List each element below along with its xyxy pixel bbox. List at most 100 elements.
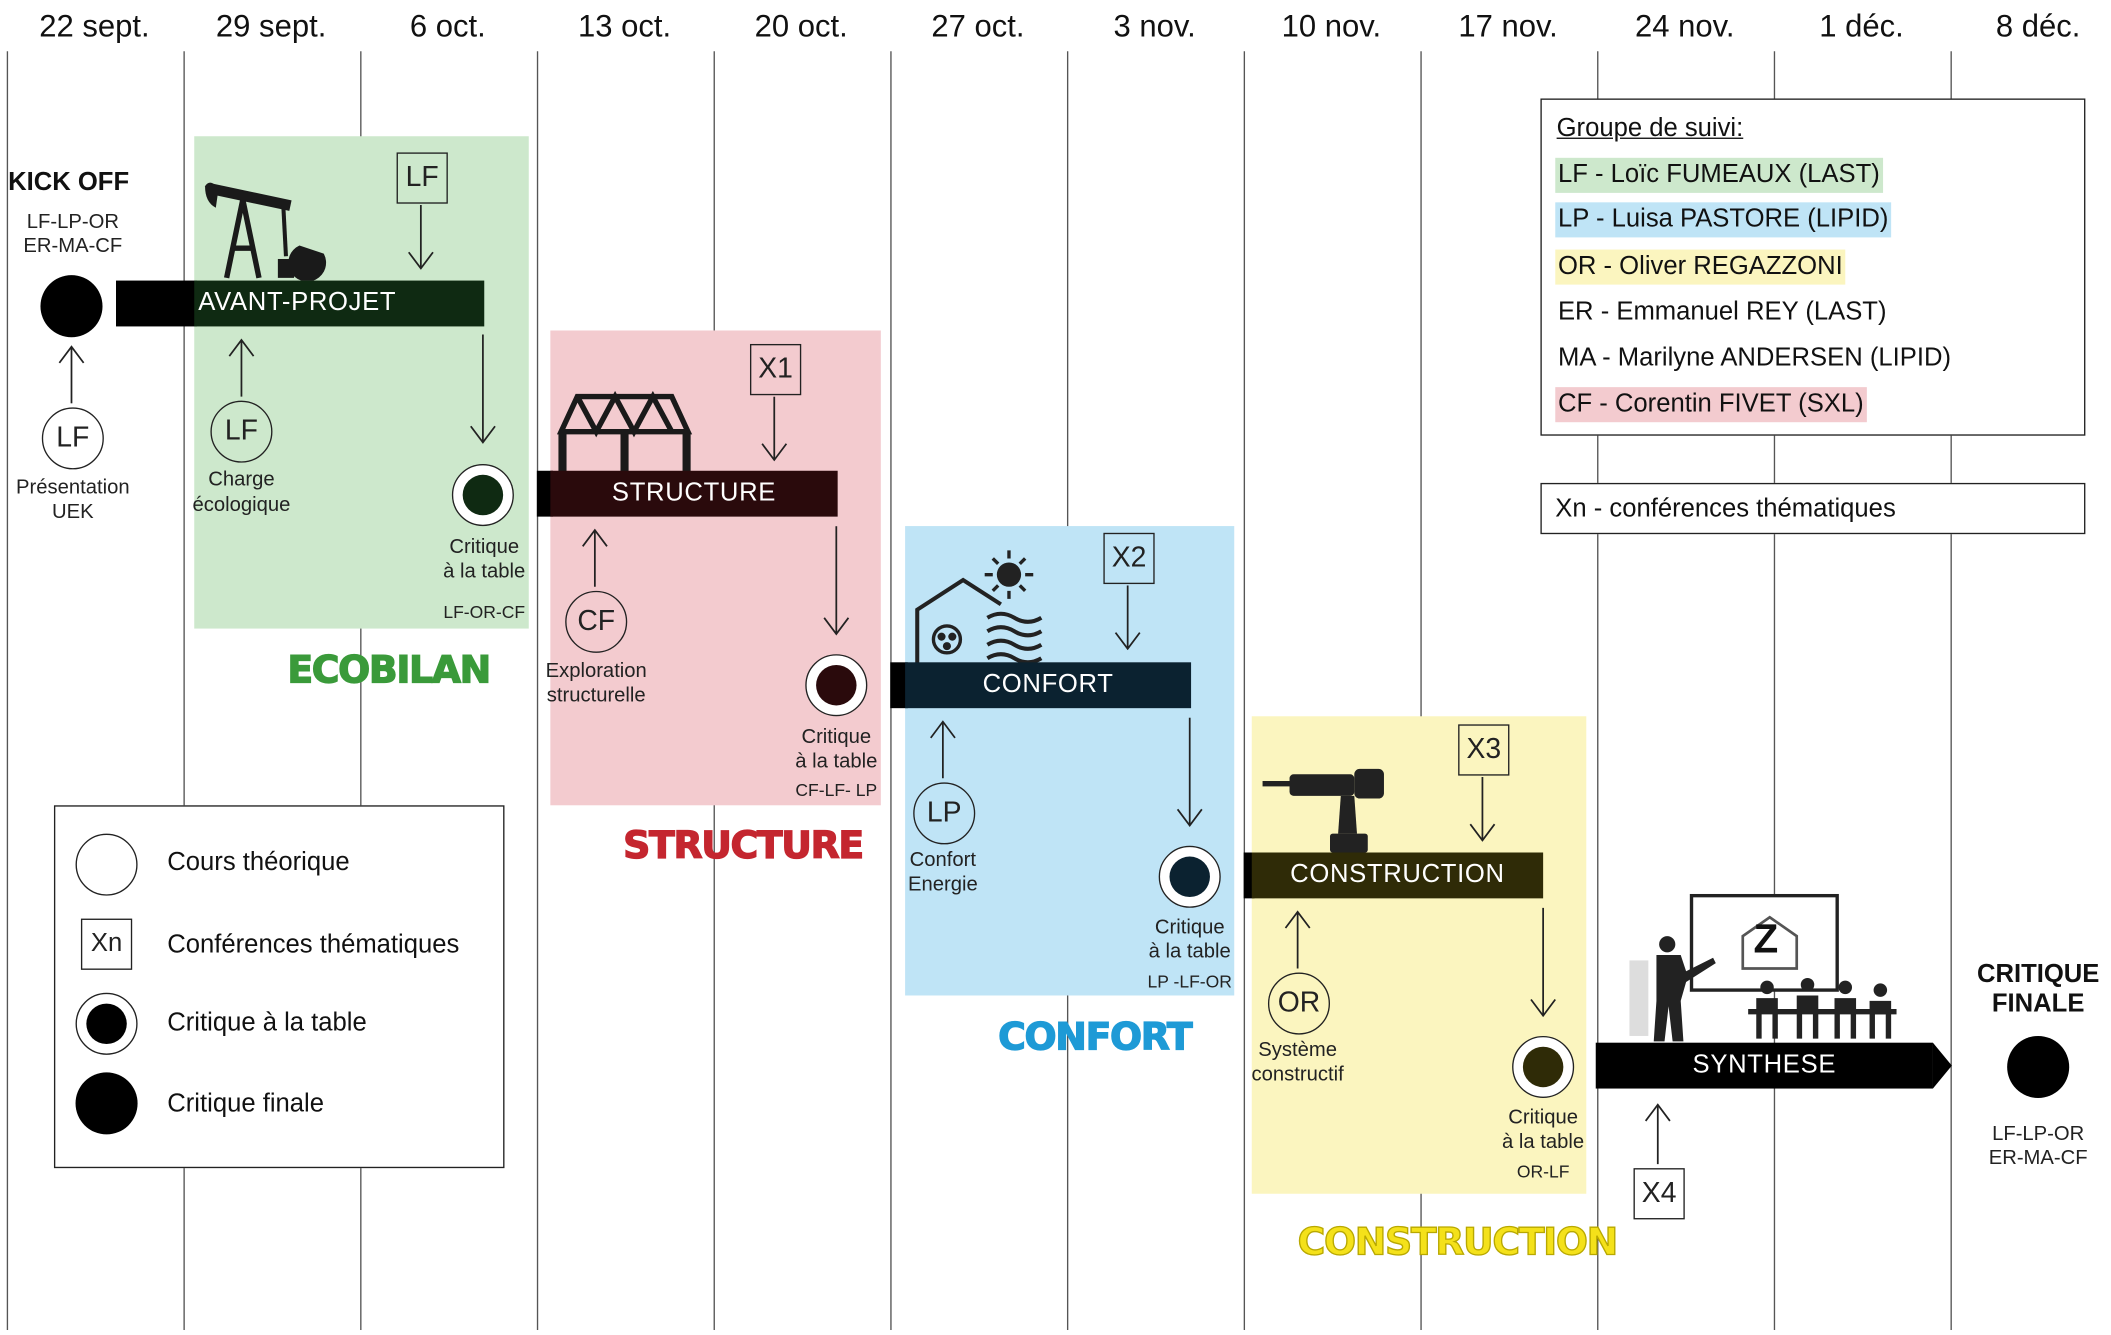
- week-date-11: 8 déc.: [1995, 8, 2081, 44]
- ecobilan-course-badge: LF: [210, 400, 273, 463]
- ecobilan-conf-arrow: [408, 205, 434, 270]
- week-gridline: [6, 51, 9, 1331]
- legend-course-icon: [75, 833, 138, 896]
- week-gridline: [183, 51, 185, 1331]
- final-title-2: FINALE: [1991, 990, 2085, 1019]
- week-date-2: 6 oct.: [409, 8, 486, 44]
- synthese-course-arrow: [1644, 1103, 1671, 1165]
- legend-crit-final-label: Critique finale: [167, 1089, 324, 1119]
- confort-course-label-1: Confort: [909, 848, 977, 872]
- construction-course-badge: OR: [1267, 972, 1331, 1035]
- pumpjack-icon: [205, 182, 327, 281]
- confort-zone: [905, 526, 1235, 996]
- legend-conf-label: Conférences thématiques: [167, 930, 460, 960]
- construction-bar-stem: [1243, 852, 1255, 899]
- structure-title: STRUCTURE: [623, 822, 865, 868]
- construction-crit-people: OR-LF: [1516, 1161, 1570, 1182]
- confort-conference-badge: X2: [1103, 532, 1155, 585]
- week-gridline: [536, 51, 539, 1331]
- kickoff-dot: [40, 275, 103, 338]
- confort-bar-stem: [890, 662, 908, 709]
- week-gridline: [1773, 51, 1776, 1331]
- construction-title: CONSTRUCTION: [1297, 1219, 1619, 1265]
- synthese-bar-arrowhead: [1932, 1042, 1952, 1089]
- structure-crit-label-1: Critique: [801, 725, 872, 749]
- confort-course-badge: LP: [913, 782, 976, 845]
- ecobilan-course-label-2: écologique: [192, 493, 291, 517]
- confort-course-label-2: Energie: [907, 872, 978, 896]
- presentation-scene-icon: [1629, 893, 1897, 1042]
- ecobilan-crit-label-2: à la table: [443, 559, 526, 583]
- week-gridline: [1243, 51, 1246, 1331]
- confort-critique-table: [1158, 845, 1221, 908]
- week-gridline: [1950, 51, 1952, 1331]
- confort-course-arrow: [930, 720, 956, 779]
- intro-label-1: Présentation: [16, 476, 130, 500]
- ecobilan-course-arrow: [228, 338, 255, 397]
- final-people-1: LF-LP-OR: [1992, 1122, 2085, 1146]
- ecobilan-crit-arrow: [470, 334, 496, 444]
- week-date-1: 29 sept.: [215, 8, 327, 44]
- construction-conference-badge: X3: [1458, 724, 1510, 776]
- groupe-suivi-box: Groupe de suivi: LF - Loïc FUMEAUX (LAST…: [1540, 98, 2086, 436]
- structure-course-arrow: [582, 528, 608, 587]
- groupe-member: LF - Loïc FUMEAUX (LAST): [1555, 157, 1883, 193]
- confort-crit-label-2: à la table: [1148, 940, 1231, 964]
- intro-label-2: UEK: [52, 500, 94, 524]
- confort-title: CONFORT: [998, 1014, 1194, 1060]
- construction-critique-table: [1512, 1035, 1575, 1098]
- structure-conference-badge: X1: [749, 343, 802, 396]
- week-gridline: [360, 51, 362, 1331]
- truss-bridge-icon: [556, 391, 693, 473]
- construction-course-label-1: Système: [1258, 1038, 1337, 1062]
- week-gridline: [1420, 51, 1422, 1331]
- week-date-9: 24 nov.: [1635, 8, 1735, 44]
- structure-bar-stem: [536, 470, 554, 517]
- synthese-conference-badge: X4: [1633, 1168, 1685, 1220]
- structure-crit-label-2: à la table: [795, 749, 878, 773]
- week-date-8: 17 nov.: [1458, 8, 1558, 44]
- structure-course-badge: CF: [565, 590, 628, 653]
- week-date-0: 22 sept.: [39, 8, 150, 44]
- avant-projet-bar: AVANT-PROJET: [194, 280, 485, 327]
- ecobilan-crit-label-1: Critique: [449, 535, 520, 559]
- construction-crit-label-2: à la table: [1502, 1130, 1585, 1154]
- week-date-6: 3 nov.: [1113, 8, 1196, 44]
- construction-zone: [1251, 716, 1587, 1194]
- xn-note-box: Xn - conférences thématiques: [1540, 482, 2086, 535]
- construction-conf-arrow: [1469, 776, 1496, 842]
- kickoff-title: KICK OFF: [8, 168, 130, 197]
- ecobilan-conference-badge: LF: [396, 152, 448, 204]
- structure-conf-arrow: [761, 396, 788, 462]
- house-sun-icon: [915, 550, 1043, 665]
- structure-crit-people: CF-LF- LP: [795, 779, 878, 800]
- structure-course-label-2: structurelle: [546, 683, 646, 707]
- final-title-1: CRITIQUE: [1976, 960, 2100, 989]
- legend-xn-badge: Xn: [80, 918, 133, 970]
- synthese-bar: SYNTHESE: [1595, 1042, 1933, 1089]
- construction-bar: CONSTRUCTION: [1251, 852, 1544, 899]
- groupe-member: ER - Emmanuel REY (LAST): [1557, 298, 1887, 327]
- legend-crit-final-icon: [75, 1072, 138, 1135]
- construction-course-label-2: constructif: [1251, 1062, 1344, 1086]
- construction-crit-label-1: Critique: [1508, 1106, 1578, 1130]
- groupe-member: CF - Corentin FIVET (SXL): [1555, 387, 1867, 423]
- avant-projet-bar-stem: [116, 280, 197, 327]
- xn-note-text: Xn - conférences thématiques: [1555, 495, 1896, 524]
- drill-icon: [1262, 768, 1384, 853]
- week-date-7: 10 nov.: [1281, 8, 1382, 44]
- construction-course-arrow: [1284, 910, 1311, 969]
- kickoff-people-2: ER-MA-CF: [23, 234, 123, 258]
- confort-bar: CONFORT: [905, 662, 1192, 709]
- week-date-10: 1 déc.: [1819, 8, 1904, 44]
- structure-bar: STRUCTURE: [550, 470, 838, 517]
- groupe-member: OR - Oliver REGAZZONI: [1555, 249, 1846, 285]
- intro-arrow: [58, 345, 85, 404]
- kickoff-people-1: LF-LP-OR: [26, 210, 119, 234]
- groupe-member: LP - Luisa PASTORE (LIPID): [1555, 202, 1892, 238]
- confort-crit-people: LP -LF-OR: [1147, 971, 1232, 992]
- intro-course-badge: LF: [41, 407, 104, 470]
- week-date-4: 20 oct.: [754, 8, 848, 44]
- ecobilan-critique-table: [451, 464, 514, 527]
